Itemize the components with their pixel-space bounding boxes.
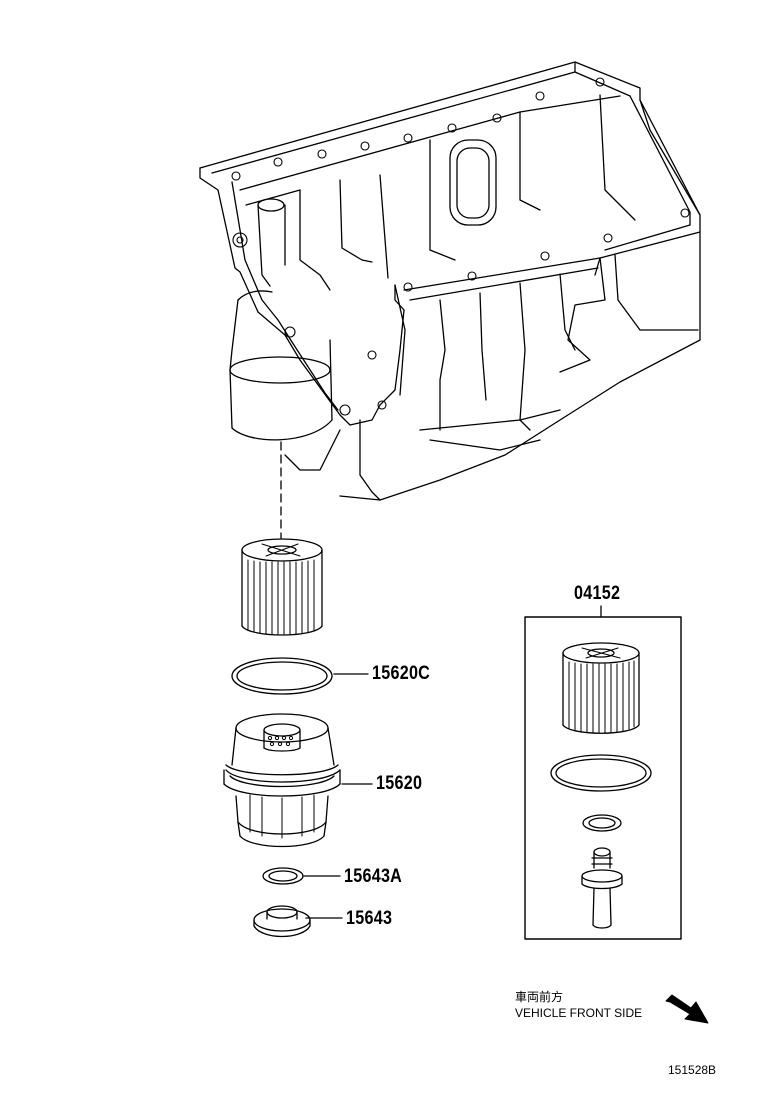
filter-element	[241, 538, 323, 636]
illustration-code: 151528B	[668, 1063, 717, 1077]
part-label-filter-cap: 15620	[376, 773, 423, 794]
oring-small	[262, 867, 341, 885]
drain-plug	[253, 905, 343, 938]
arrow-down-right-icon	[665, 994, 709, 1024]
engine-block	[199, 61, 701, 501]
direction-note-en: VEHICLE FRONT SIDE	[515, 1006, 643, 1020]
part-label-oring-large: 15620C	[372, 663, 431, 684]
filter-cap	[223, 713, 373, 848]
part-label-kit: 04152	[574, 583, 621, 604]
kit-box	[524, 605, 682, 940]
oring-large	[231, 657, 369, 695]
part-label-drain-plug: 15643	[346, 908, 393, 929]
direction-note-jp: 車両前方	[515, 990, 564, 1004]
part-label-oring-small: 15643A	[344, 866, 403, 887]
